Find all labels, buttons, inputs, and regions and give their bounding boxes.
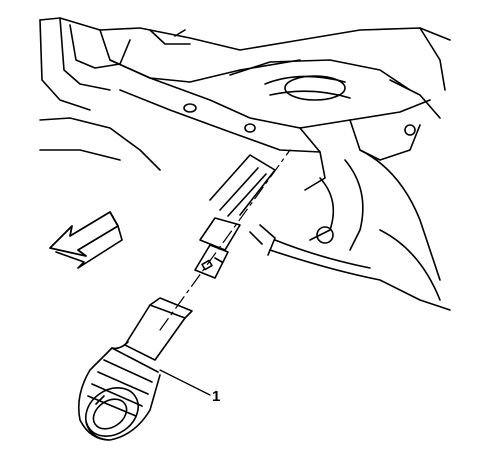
frame-crossmember <box>109 27 446 191</box>
lower-chassis-panel <box>249 149 451 311</box>
mounting-rails <box>194 154 276 279</box>
callout-label-1: 1 <box>212 388 220 405</box>
upper-body-structure <box>39 17 451 171</box>
installation-centerline <box>159 149 291 331</box>
duct-assembly <box>77 297 193 441</box>
arrow-icon <box>49 211 123 269</box>
callout-leader-1 <box>159 369 211 396</box>
